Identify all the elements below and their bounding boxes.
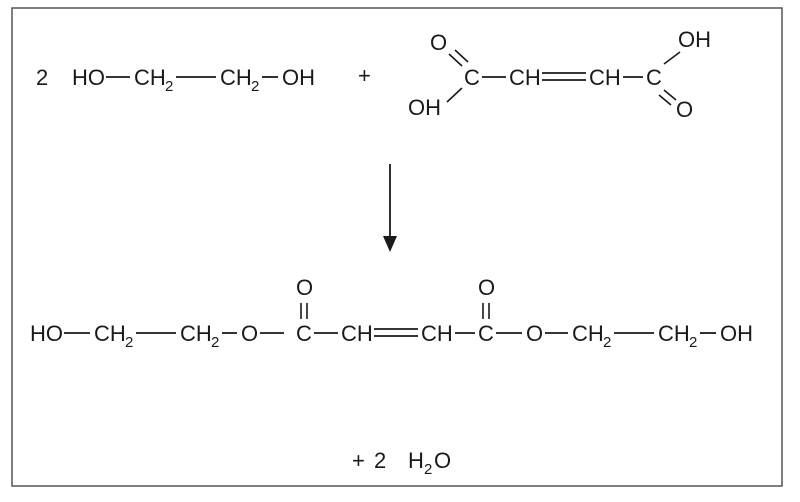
product-subscript-a: 2: [125, 334, 133, 351]
product-ch-left: CH: [341, 321, 373, 346]
reactant-1-ch-a: CH: [134, 65, 166, 90]
product-ch-right: CH: [421, 321, 453, 346]
water-h: H: [408, 448, 424, 473]
reactant-maleic-acid: O C OH CH CH C OH O: [408, 27, 711, 122]
reactant-1-ho: HO: [72, 65, 105, 90]
diagram-frame: [11, 7, 783, 487]
reactant-1-coefficient: 2: [36, 65, 48, 90]
right-carbon: C: [646, 65, 662, 90]
reactant-1-ch-b: CH: [220, 65, 252, 90]
bond-line: [446, 87, 463, 103]
byproduct-plus-sign: +: [352, 448, 365, 473]
product-ch-d: CH: [658, 321, 690, 346]
product-carbon-right: C: [478, 321, 494, 346]
right-hydroxyl: OH: [678, 27, 711, 52]
product-oh: OH: [720, 321, 753, 346]
left-carbon: C: [464, 65, 480, 90]
left-hydroxyl: OH: [408, 95, 441, 120]
byproduct-water: + 2 H 2 O: [352, 448, 451, 478]
reactant-ethylene-glycol: 2 HO CH 2 CH 2 OH: [36, 65, 315, 95]
product-ch-a: CH: [94, 321, 126, 346]
ch-left: CH: [509, 65, 541, 90]
ch-right: CH: [589, 65, 621, 90]
reactant-1-subscript-a: 2: [165, 78, 173, 95]
bond-line: [663, 51, 681, 65]
product-diester: HO CH 2 CH 2 O O C CH CH O C O CH 2 CH 2…: [30, 275, 753, 351]
water-subscript: 2: [424, 461, 432, 478]
product-ch-b: CH: [180, 321, 212, 346]
product-subscript-d: 2: [689, 334, 697, 351]
product-carbonyl-o-left: O: [296, 275, 313, 300]
right-carbonyl-oxygen: O: [676, 97, 693, 122]
double-bond-line: [658, 94, 672, 106]
reactant-1-oh: OH: [282, 65, 315, 90]
product-carbon-left: C: [296, 321, 312, 346]
product-ester-o-right: O: [526, 321, 543, 346]
reaction-arrow: [383, 164, 397, 252]
double-bond-line: [454, 49, 469, 63]
product-ho: HO: [30, 321, 63, 346]
product-subscript-b: 2: [211, 334, 219, 351]
reactant-1-subscript-b: 2: [251, 78, 259, 95]
double-bond-line: [663, 89, 677, 101]
double-bond-line: [448, 53, 463, 67]
product-subscript-c: 2: [603, 334, 611, 351]
product-ester-o-left: O: [241, 321, 258, 346]
byproduct-coefficient: 2: [374, 448, 386, 473]
product-carbonyl-o-right: O: [478, 275, 495, 300]
left-carbonyl-oxygen: O: [430, 30, 447, 55]
product-ch-c: CH: [572, 321, 604, 346]
water-o: O: [434, 448, 451, 473]
plus-sign: +: [358, 63, 371, 88]
